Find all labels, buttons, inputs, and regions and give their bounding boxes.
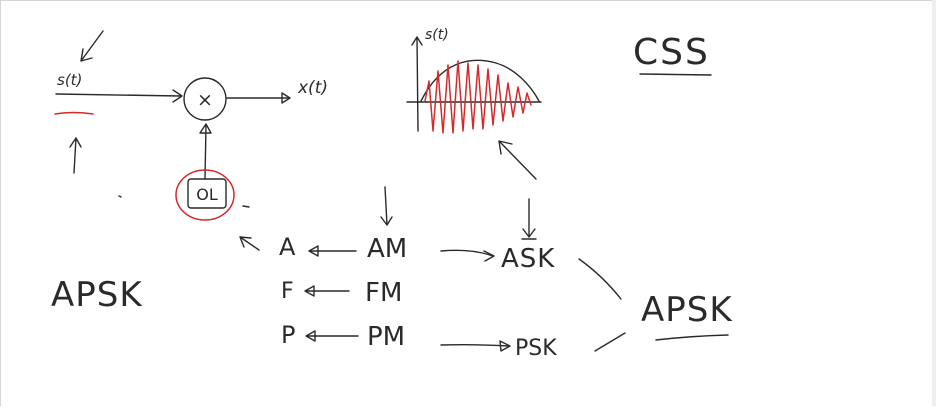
oscillator-box [187, 178, 227, 209]
waveform-y-axis [411, 36, 423, 132]
digital-PSK: PSK [515, 336, 557, 361]
corner-labels: CSS APSK APSK [51, 32, 733, 341]
waveform-sketch: s(t) [406, 27, 542, 180]
stray-mark [242, 205, 250, 208]
pointer-arrow-to-input [80, 30, 104, 62]
analog-FM: FM [365, 278, 402, 308]
arrow-PM-to-PSK [440, 340, 511, 352]
arrow-PM-to-P [305, 330, 359, 342]
vertical-scrollbar[interactable] [932, 0, 936, 406]
analog-AM: AM [367, 234, 407, 264]
waveform-carrier [424, 60, 532, 134]
input-label-underline [54, 111, 94, 115]
param-A: A [279, 233, 296, 261]
multiplier-symbol: × [197, 89, 213, 111]
output-arrowhead [281, 92, 291, 104]
link-PSK-to-APSK [594, 332, 626, 352]
param-F: F [281, 279, 294, 304]
pointer-arrow-up [69, 137, 82, 174]
output-label: x(t) [297, 78, 328, 98]
pointer-arrow-to-A [239, 236, 260, 251]
link-ASK-to-APSK [578, 258, 622, 300]
analog-PM: PM [367, 322, 405, 352]
css-underline [639, 73, 712, 76]
waveform-pointer-arrow [498, 140, 537, 180]
input-signal-line [55, 93, 182, 97]
apsk-label-left: APSK [51, 275, 143, 315]
apsk-label-right: APSK [641, 290, 733, 330]
oscillator-arrowhead [199, 123, 212, 134]
multiplier-circle [183, 77, 227, 121]
digital-ASK: ASK [501, 244, 555, 274]
modulation-map: A AM ASK F FM P PM PSK [239, 186, 626, 361]
arrow-AM-to-ASK [440, 249, 495, 262]
apsk-right-underline [655, 334, 729, 341]
oscillator-label: OL [196, 185, 218, 204]
arrow-AM-to-A [308, 245, 357, 257]
arrow-down-to-ASK [521, 198, 537, 240]
input-arrowhead [172, 89, 183, 103]
arrow-down-to-AM [380, 186, 393, 226]
mixer-block-diagram: s(t) × x(t) OL [54, 30, 328, 221]
waveform-axis-label: s(t) [425, 27, 449, 43]
arrow-FM-to-F [304, 285, 350, 297]
input-label: s(t) [57, 71, 82, 89]
css-label: CSS [633, 32, 710, 73]
oscillator-highlight-circle [175, 169, 235, 221]
stray-mark [118, 195, 122, 198]
param-P: P [281, 321, 295, 349]
